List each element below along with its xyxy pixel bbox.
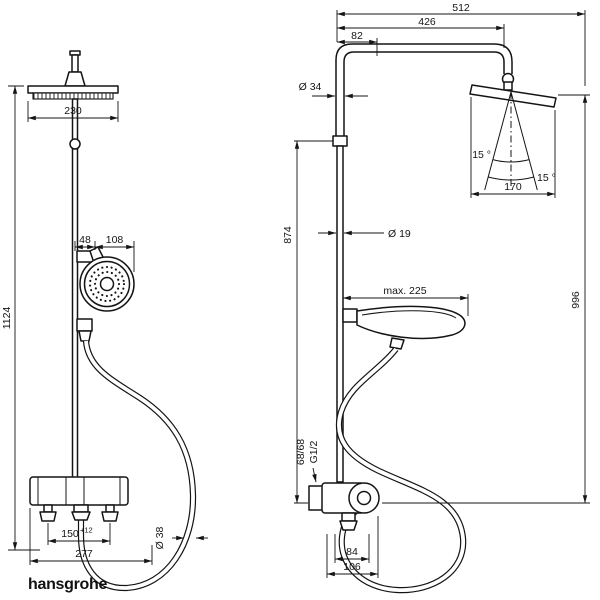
dim-holder-offset: 48 bbox=[79, 234, 91, 246]
hand-shower-front bbox=[76, 246, 135, 312]
spray-nozzles-inner bbox=[93, 270, 121, 298]
shower-hose-side bbox=[335, 347, 467, 594]
dim-total-height: 1124 bbox=[1, 307, 13, 330]
spray-nozzles-outer bbox=[88, 265, 126, 303]
dim-thread-label: G1/2 bbox=[308, 440, 320, 463]
brand-logo: hansgrohe bbox=[28, 576, 107, 593]
wall-bracket-side bbox=[332, 135, 348, 147]
dim-head-width: 230 bbox=[64, 105, 82, 117]
shower-holder-side bbox=[342, 308, 358, 323]
thermostat-valve-front bbox=[29, 476, 129, 522]
hand-shower-side bbox=[342, 305, 466, 350]
s-union-right bbox=[101, 511, 119, 522]
shower-hose-front bbox=[77, 340, 197, 592]
dim-handshower-reach: max. 225 bbox=[383, 285, 426, 297]
riser-pipe-front bbox=[69, 98, 81, 479]
riser-pipe-side bbox=[332, 43, 513, 483]
dim-head-depth: 170 bbox=[504, 181, 522, 193]
s-union-left bbox=[39, 511, 57, 522]
dim-depth-arm: 426 bbox=[418, 16, 436, 28]
dim-handshower-dia: 108 bbox=[106, 234, 124, 246]
pipe-joint-ring bbox=[69, 138, 81, 150]
dim-connection-label: 68/68 bbox=[295, 439, 307, 465]
dim-depth-total: 512 bbox=[452, 2, 470, 14]
dim-connection-spacing: 150 bbox=[61, 528, 79, 540]
side-dimensions: 512 426 82 Ø 34 15 ° 15 ° 170 Ø 19 874 9… bbox=[282, 2, 590, 578]
dim-height-to-bracket: 874 bbox=[282, 226, 294, 244]
shower-holder-front bbox=[76, 318, 93, 342]
dim-connection-tolerance: +12 bbox=[80, 526, 93, 535]
spray-angle-lines bbox=[484, 91, 538, 191]
dim-base-width: 277 bbox=[75, 548, 93, 560]
outlet-nut-side bbox=[339, 520, 358, 531]
dim-height-to-head: 996 bbox=[570, 291, 582, 309]
dim-outlet-depth-b: 106 bbox=[343, 561, 361, 573]
side-view bbox=[308, 43, 557, 594]
thermostat-valve-side bbox=[308, 482, 380, 531]
dim-tilt-angle-b: 15 ° bbox=[537, 172, 556, 184]
overhead-shower-side bbox=[469, 72, 557, 108]
dim-hose-dia: Ø 38 bbox=[154, 526, 166, 549]
dim-depth-offset: 82 bbox=[351, 30, 363, 42]
wall-escutcheon bbox=[308, 485, 324, 511]
front-dimensions: 230 1124 48 108 150 +12 277 Ø 38 bbox=[1, 85, 208, 565]
front-view bbox=[27, 50, 197, 592]
dim-pipe-dia-top: Ø 34 bbox=[299, 81, 322, 93]
dim-tilt-angle-a: 15 ° bbox=[472, 149, 491, 161]
hose-outlet-nut bbox=[71, 511, 91, 521]
overhead-shower-front bbox=[27, 50, 119, 100]
dim-outlet-depth-a: 84 bbox=[346, 546, 358, 558]
hose-nut-side bbox=[389, 337, 405, 350]
dim-pipe-dia: Ø 19 bbox=[388, 228, 411, 240]
valve-handle-side bbox=[348, 482, 380, 514]
